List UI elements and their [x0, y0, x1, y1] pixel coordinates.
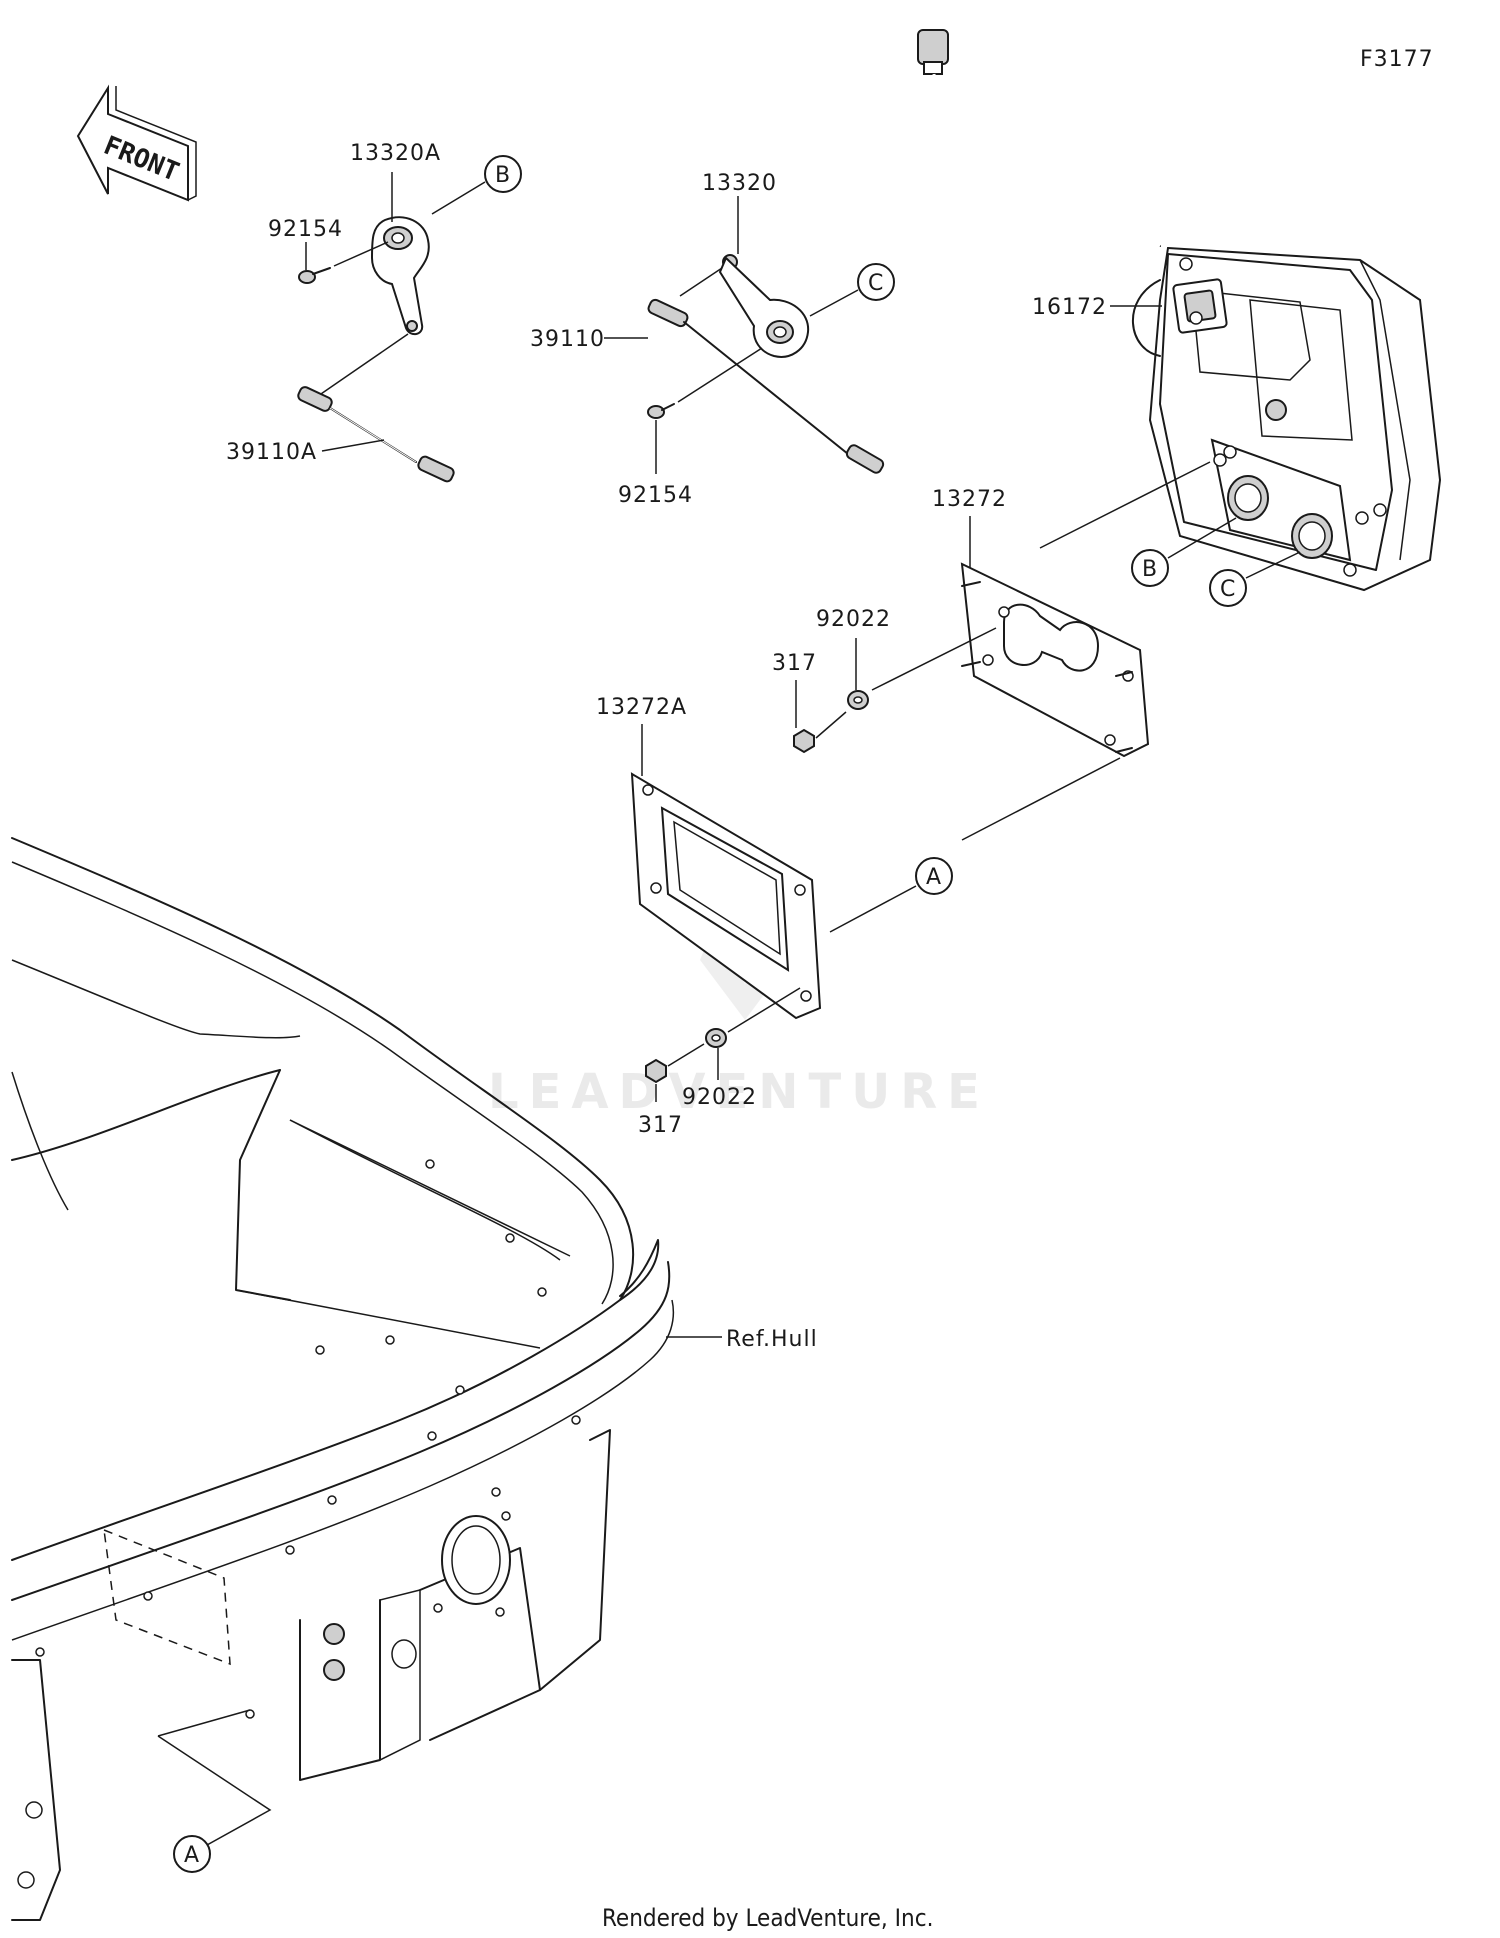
front-arrow-icon: FRONT — [76, 84, 197, 202]
figure-code: F3177 — [1360, 47, 1434, 72]
screw-92154-right — [647, 403, 675, 419]
washer-92022-upper — [847, 690, 869, 710]
label-16172: 16172 — [1032, 295, 1107, 320]
label-92154-left: 92154 — [268, 217, 343, 242]
label-92154-right: 92154 — [618, 483, 693, 508]
label-92022-upper: 92022 — [816, 607, 891, 632]
washer-92022-lower — [705, 1028, 727, 1048]
label-13272a: 13272A — [596, 695, 687, 720]
label-13320: 13320 — [702, 171, 777, 196]
label-39110a: 39110A — [226, 440, 317, 465]
watermark-text: LEADVENTURE — [488, 1064, 990, 1120]
callout-b-upper-text: B — [495, 163, 510, 188]
nut-317-lower — [645, 1058, 667, 1084]
callout-a-upper-text: A — [926, 865, 941, 890]
meter-unit-16172 — [917, 29, 1442, 592]
callout-c-upper: C — [857, 263, 895, 301]
label-13272: 13272 — [932, 487, 1007, 512]
callout-a-lower-text: A — [184, 1843, 199, 1868]
callout-a-upper: A — [915, 857, 953, 895]
gasket-13272a — [630, 772, 822, 1020]
callout-c-upper-text: C — [868, 271, 883, 296]
cable-39110a — [297, 386, 455, 483]
callout-b-meter: B — [1131, 549, 1169, 587]
label-317-upper: 317 — [772, 651, 817, 676]
label-92022-lower: 92022 — [682, 1085, 757, 1110]
lever-13320 — [718, 254, 810, 358]
callout-b-upper: B — [484, 155, 522, 193]
footer-credit: Rendered by LeadVenture, Inc. — [602, 1904, 933, 1932]
label-317-lower: 317 — [638, 1113, 683, 1138]
callout-c-meter: C — [1209, 569, 1247, 607]
callout-b-meter-text: B — [1142, 557, 1157, 582]
label-39110: 39110 — [530, 327, 605, 352]
nut-317-upper — [793, 728, 815, 754]
callout-a-lower: A — [173, 1835, 211, 1873]
hull-reference — [11, 837, 675, 1921]
callout-c-meter-text: C — [1220, 577, 1235, 602]
gasket-13272 — [960, 562, 1150, 758]
label-13320a: 13320A — [350, 141, 441, 166]
screw-92154-left — [298, 267, 331, 284]
lever-13320a — [370, 216, 430, 336]
label-ref-hull: Ref.Hull — [726, 1327, 818, 1352]
cable-39110 — [647, 298, 885, 474]
